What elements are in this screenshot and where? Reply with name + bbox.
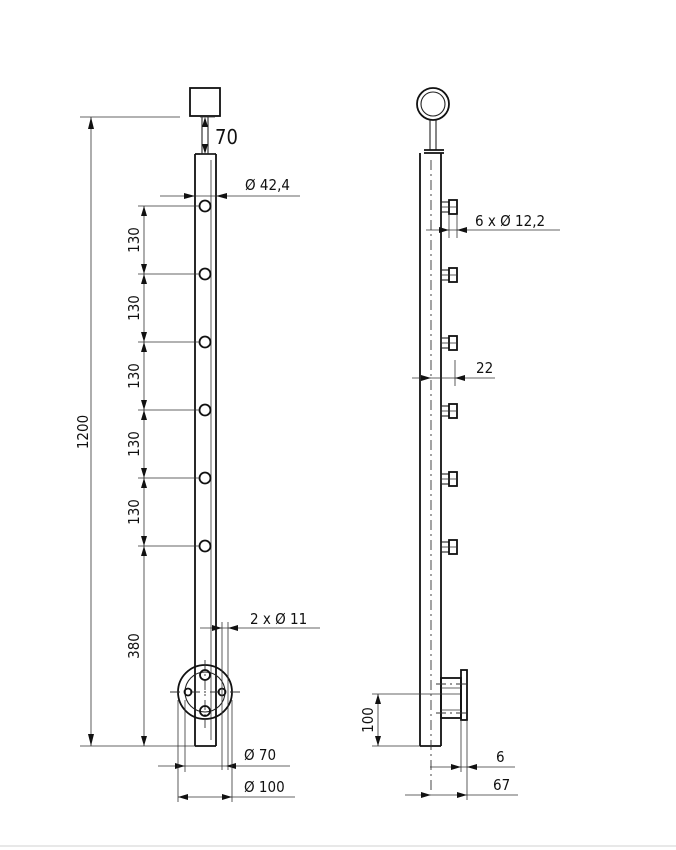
base-flange bbox=[170, 660, 240, 728]
pin bbox=[440, 539, 458, 555]
dim-tube-diameter: Ø 42,4 bbox=[160, 176, 300, 199]
height-label: 1200 bbox=[74, 415, 92, 449]
pin bbox=[440, 403, 458, 419]
side-pins bbox=[440, 199, 458, 555]
flange-hole bbox=[183, 687, 193, 697]
dim-spacing-chain: 130 130 130 130 130 380 bbox=[125, 205, 199, 746]
pin bbox=[440, 335, 458, 351]
hole bbox=[198, 199, 212, 213]
flange-height-label: 100 bbox=[359, 707, 377, 733]
pin bbox=[440, 471, 458, 487]
hole bbox=[198, 539, 212, 553]
hole bbox=[198, 403, 212, 417]
outer-flange-label: Ø 100 bbox=[244, 778, 285, 796]
spacing-label: 130 bbox=[125, 227, 143, 253]
dim-inner-flange: Ø 70 bbox=[158, 700, 290, 772]
dim-1200: 1200 bbox=[74, 116, 195, 747]
handrail-ring-outer bbox=[416, 87, 450, 121]
dim-70-top: 70 bbox=[200, 116, 238, 155]
hole bbox=[198, 267, 212, 281]
dim-flange-thickness: 6 bbox=[430, 720, 515, 800]
hole bbox=[198, 335, 212, 349]
flange-hole bbox=[199, 669, 211, 681]
bottom-spacing-label: 380 bbox=[125, 633, 143, 659]
spacing-label: 130 bbox=[125, 363, 143, 389]
inner-flange-label: Ø 70 bbox=[244, 746, 276, 764]
base-hole-label: 2 x Ø 11 bbox=[250, 610, 307, 628]
top-cap bbox=[189, 87, 221, 117]
post-top-label: 70 bbox=[215, 125, 238, 149]
dim-pin: 6 x Ø 12,2 bbox=[426, 212, 560, 238]
flange-hole bbox=[199, 705, 211, 717]
dim-offset: 22 bbox=[412, 359, 495, 386]
dim-flange-height: 100 bbox=[359, 693, 460, 747]
page-edge bbox=[0, 845, 676, 847]
spacing-label: 130 bbox=[125, 431, 143, 457]
pin bbox=[440, 199, 458, 215]
dim-base-hole: 2 x Ø 11 bbox=[200, 610, 320, 770]
flange-thickness-label: 6 bbox=[496, 748, 505, 766]
side-view: 6 x Ø 12,2 22 100 bbox=[359, 87, 560, 800]
pin-label: 6 x Ø 12,2 bbox=[475, 212, 545, 230]
dim-depth: 67 bbox=[405, 776, 518, 798]
front-holes bbox=[198, 199, 212, 553]
offset-label: 22 bbox=[476, 359, 493, 377]
tube-diameter-label: Ø 42,4 bbox=[245, 176, 290, 194]
dim-outer-flange: Ø 100 bbox=[177, 700, 295, 802]
front-view: 1200 70 Ø 42,4 bbox=[74, 87, 320, 802]
pin bbox=[440, 267, 458, 283]
spacing-label: 130 bbox=[125, 295, 143, 321]
depth-label: 67 bbox=[493, 776, 510, 794]
side-flange bbox=[436, 669, 470, 721]
spacing-label: 130 bbox=[125, 499, 143, 525]
hole bbox=[198, 471, 212, 485]
handrail-ring-inner bbox=[420, 91, 446, 117]
